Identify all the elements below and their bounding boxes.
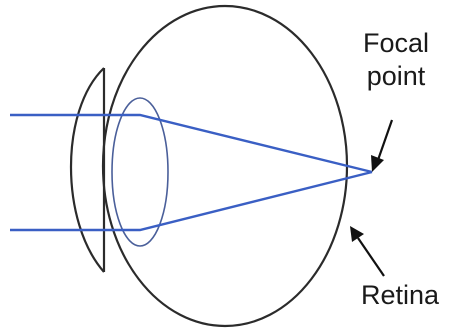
- eyeball-outline: [101, 4, 349, 328]
- retina-arrow-head: [350, 226, 364, 242]
- upper-light-ray: [10, 113, 373, 174]
- focal-point-arrow-shaft: [376, 119, 394, 161]
- cornea: [69, 67, 105, 273]
- retina-label: Retina: [361, 280, 440, 310]
- lens: [111, 97, 169, 247]
- lower-light-ray: [10, 170, 373, 232]
- focal-point-label-line2: point: [367, 61, 426, 91]
- focal-point-arrow-head: [371, 155, 384, 172]
- focal-point-label-line1: Focal: [363, 28, 429, 58]
- retina-arrow-shaft: [357, 237, 385, 277]
